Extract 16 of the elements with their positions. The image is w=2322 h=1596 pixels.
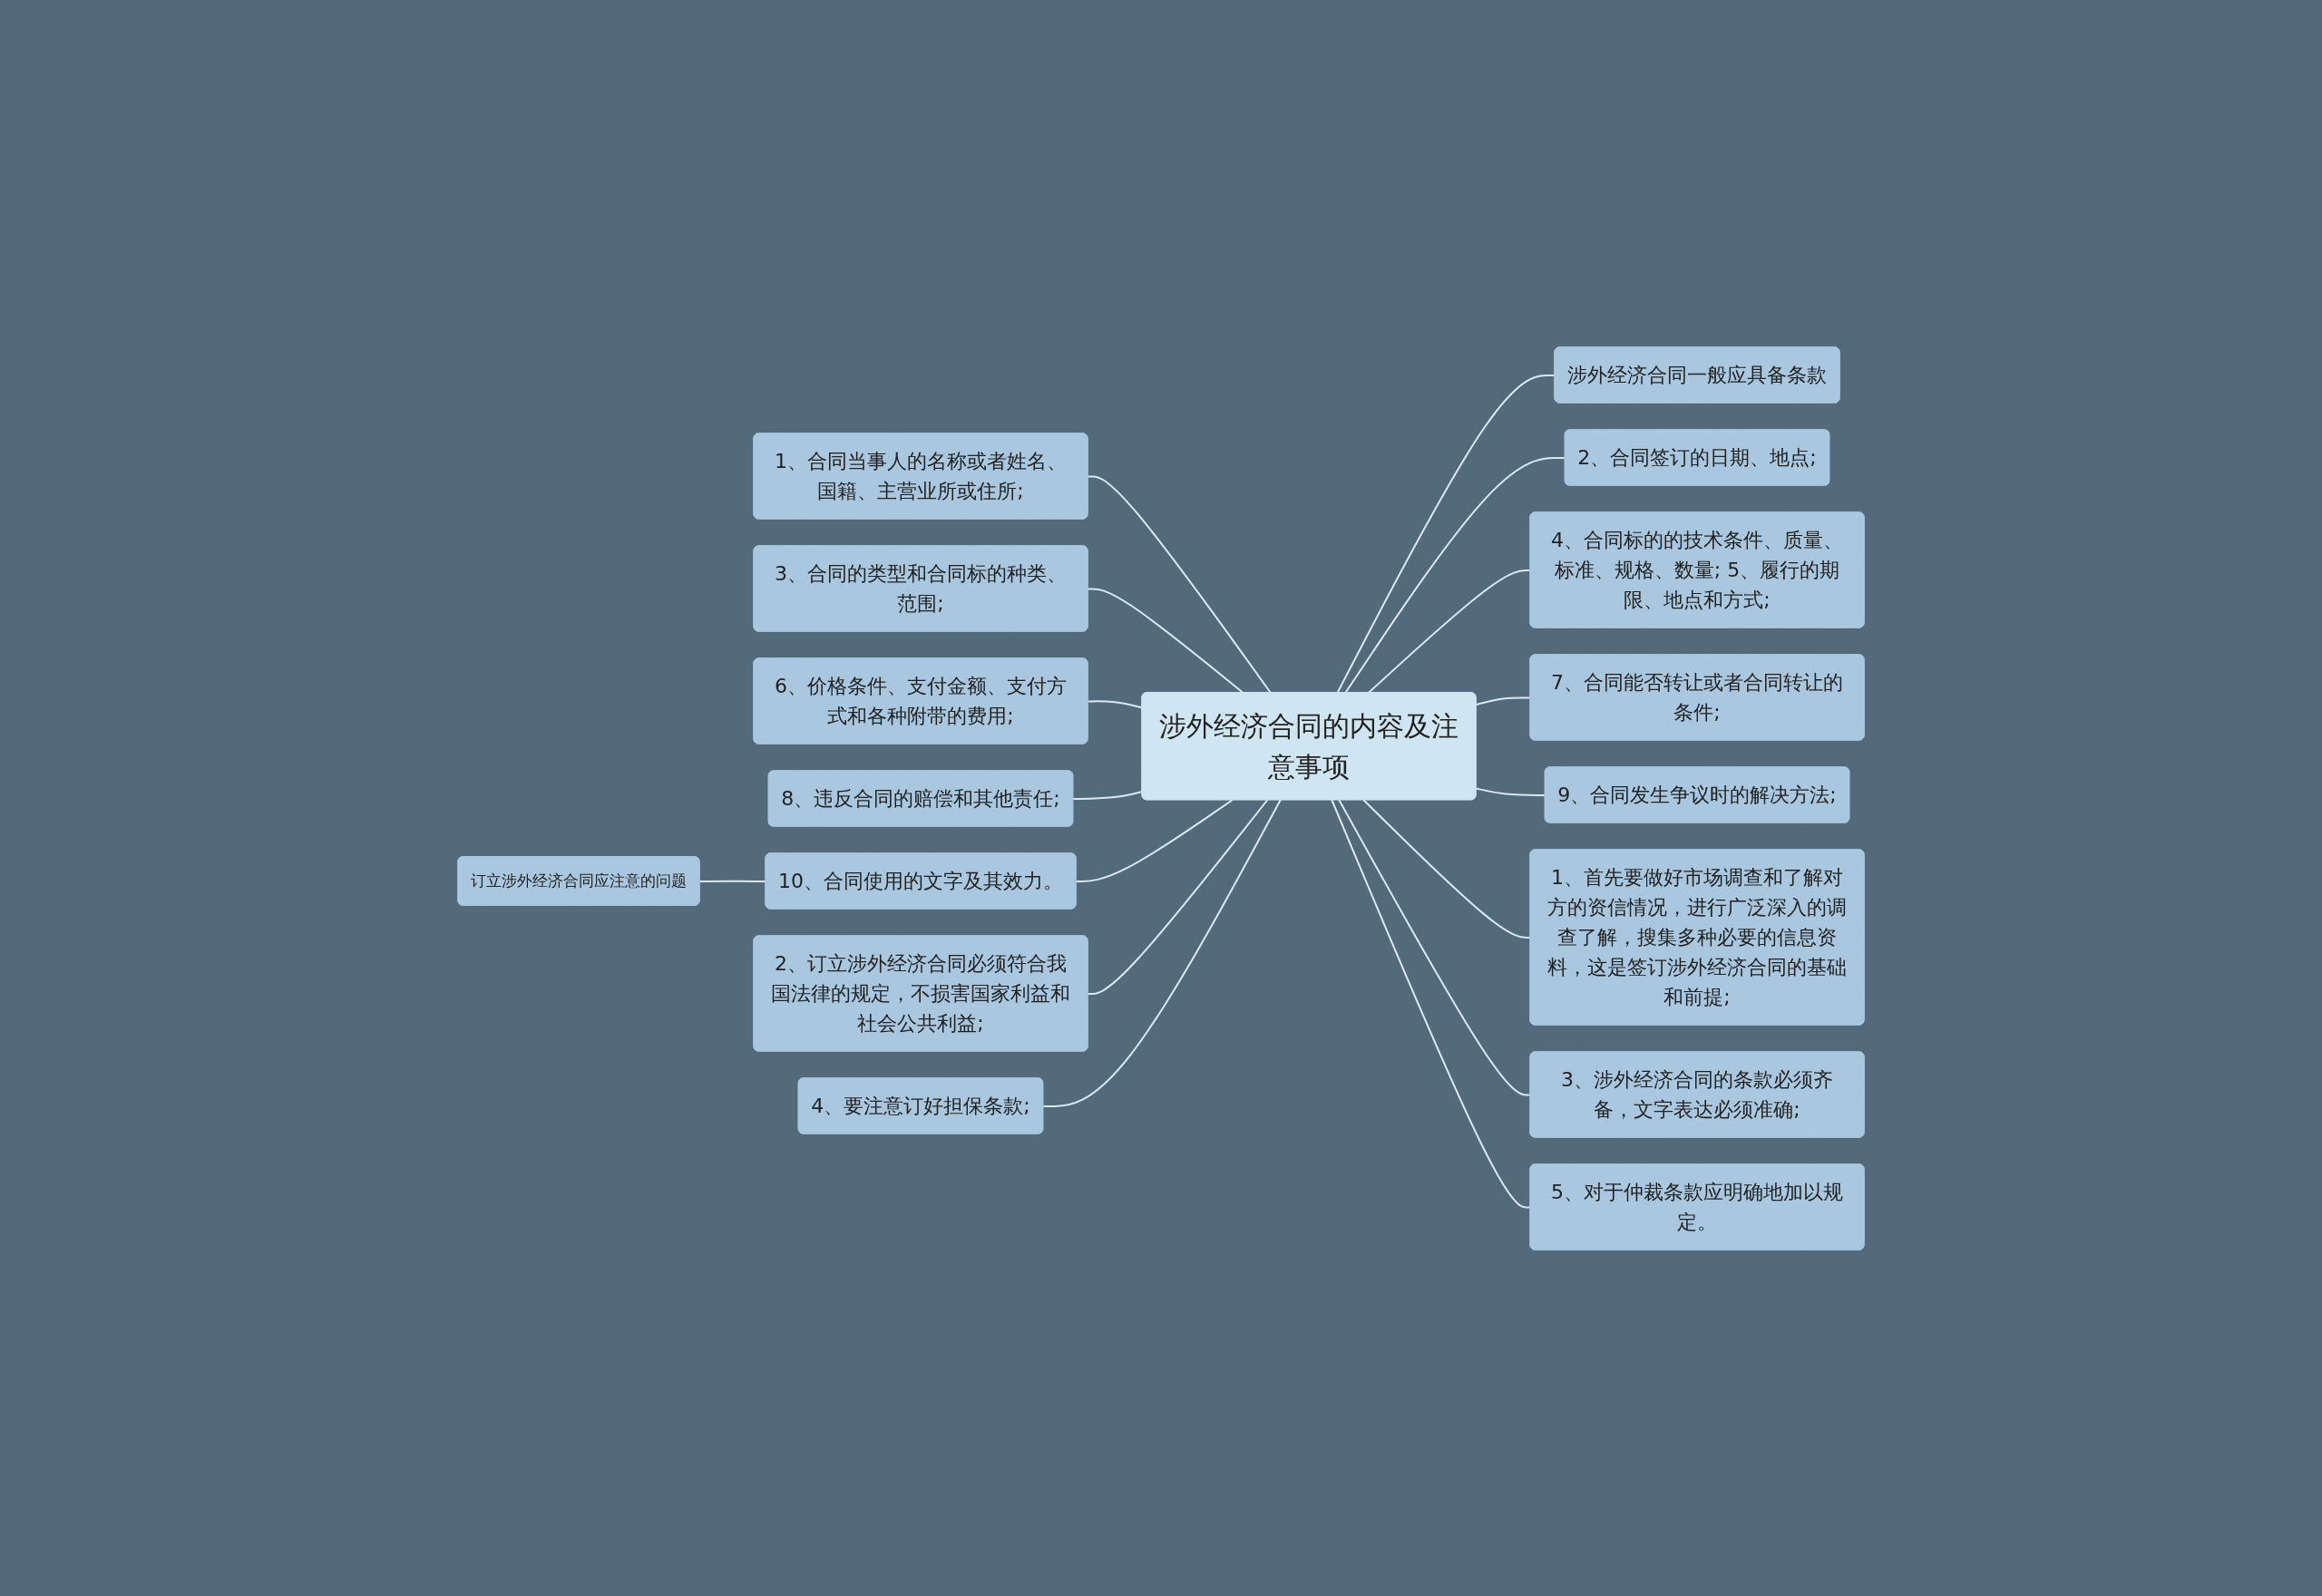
connector bbox=[1331, 798, 1532, 1208]
connector bbox=[1475, 786, 1546, 796]
connector bbox=[1344, 456, 1566, 694]
connector bbox=[1338, 798, 1532, 1095]
connector bbox=[1336, 374, 1556, 694]
connector bbox=[1042, 798, 1282, 1107]
connector bbox=[1362, 798, 1532, 939]
connector bbox=[1087, 798, 1269, 995]
connector bbox=[1367, 569, 1532, 694]
connector bbox=[1475, 696, 1532, 706]
connector bbox=[1072, 790, 1144, 800]
connector bbox=[1087, 587, 1244, 694]
connector bbox=[1075, 798, 1234, 882]
connector bbox=[698, 880, 767, 882]
connector bbox=[1087, 699, 1144, 708]
connector bbox=[1087, 474, 1273, 694]
